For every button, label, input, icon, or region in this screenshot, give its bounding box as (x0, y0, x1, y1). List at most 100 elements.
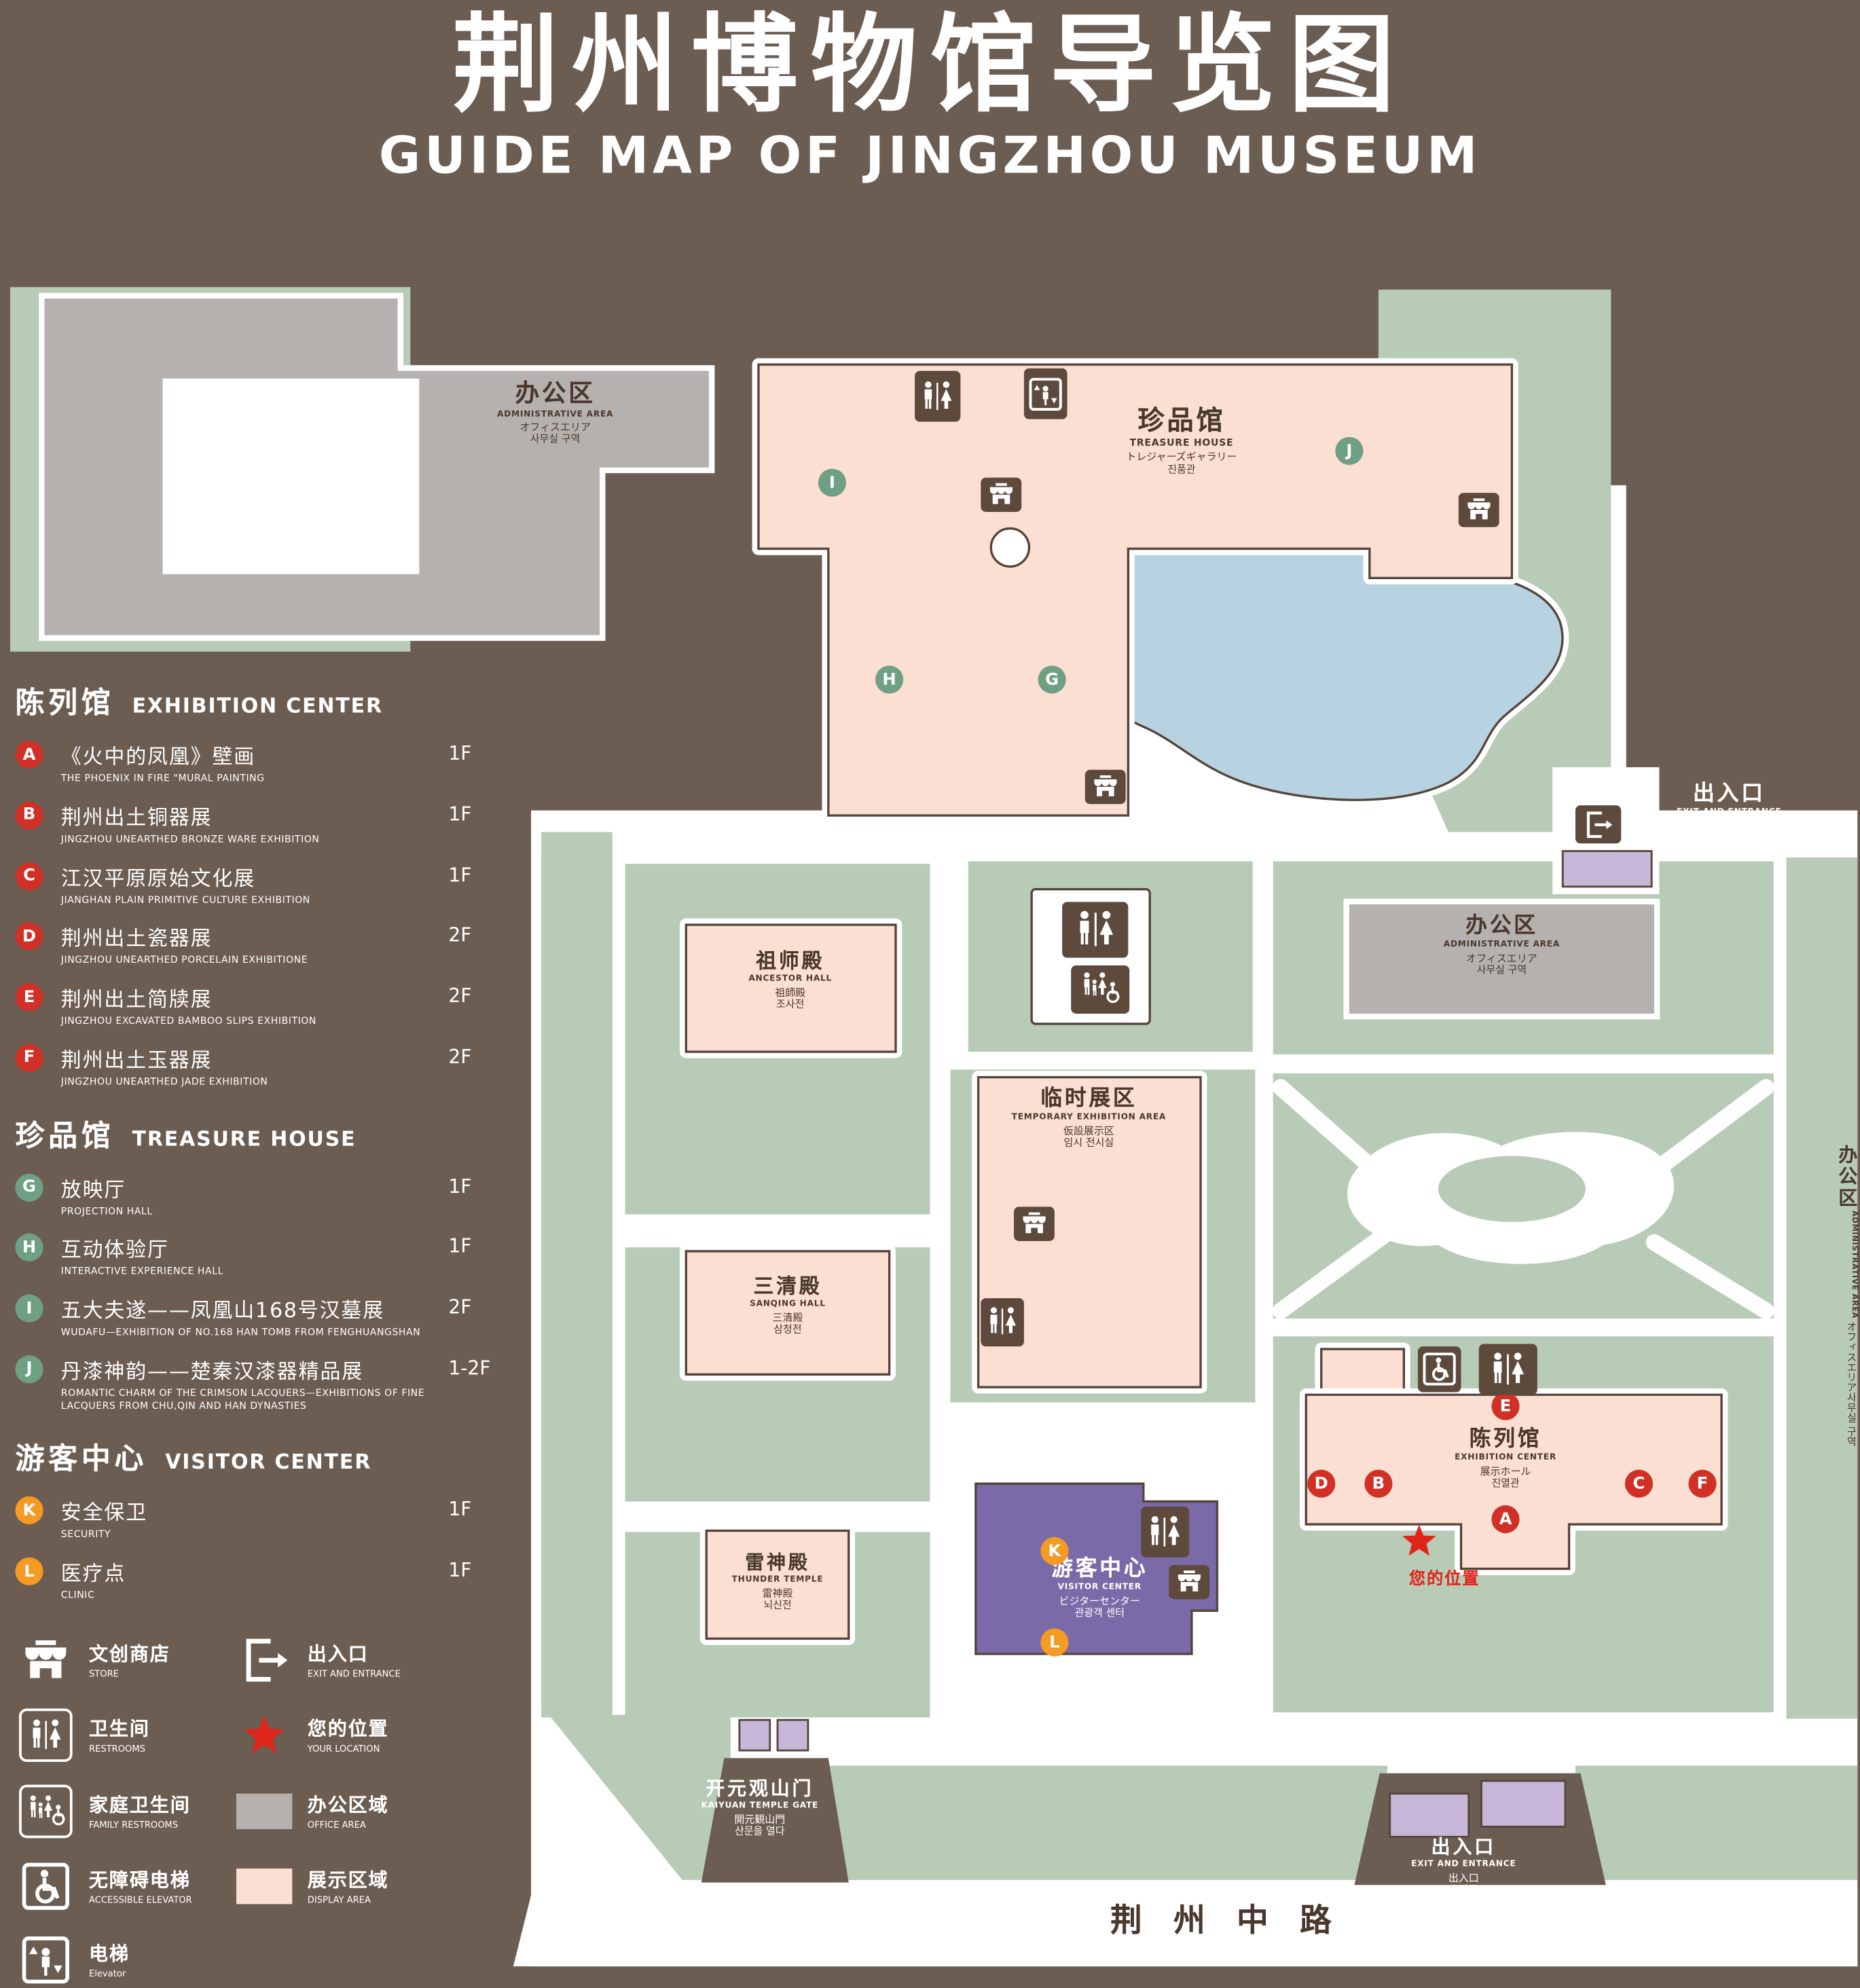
thunder-temple-building (699, 1524, 856, 1645)
admin-nw-en: ADMINISTRATIVE AREA (496, 408, 614, 419)
ancestor-en: ANCESTOR HALL (748, 973, 833, 984)
symbol-exit-en: EXIT AND ENTRANCE (307, 1669, 401, 1680)
item-h-zh: 互动体验厅 (60, 1237, 169, 1262)
exhibition-ja: 展示ホール (1480, 1465, 1531, 1477)
legend-symbol-restroom: 卫生间 RESTROOMS (15, 1708, 234, 1762)
store-icon (1458, 492, 1499, 528)
item-f-en: JINGZHOU UNEARTHED JADE EXHIBITION (60, 1075, 268, 1088)
item-h-en: INTERACTIVE EXPERIENCE HALL (60, 1265, 223, 1277)
admin-mid-zh: 办公区 (1465, 913, 1538, 939)
treasure-en: TREASURE HOUSE (1129, 437, 1234, 449)
exhibition-zh: 陈列馆 (1469, 1426, 1542, 1452)
item-j-floor: 1-2F (448, 1356, 491, 1380)
store-icon (1084, 769, 1126, 805)
garden-paths (1272, 1079, 1774, 1319)
symbol-elevator-zh: 电梯 (88, 1943, 130, 1966)
map-marker-c: C (1624, 1469, 1654, 1498)
rotunda (989, 527, 1031, 568)
map-marker-g: G (1038, 665, 1066, 694)
item-a-zh: 《火中的凤凰》壁画 (60, 744, 256, 769)
symbol-location-en: YOUR LOCATION (307, 1744, 380, 1755)
exit-s-ja: 出入口 (1448, 1871, 1479, 1883)
item-i-en: WUDAFU—EXHIBITION OF NO.168 HAN TOMB FRO… (60, 1326, 421, 1338)
legend-item-g: G 放映厅 PROJECTION HALL 1F (15, 1172, 503, 1217)
admin-e-ko: 사무실 구역 (1846, 1392, 1858, 1447)
sanqing-ko: 삼청전 (773, 1323, 802, 1335)
gate-driveway (701, 1758, 849, 1883)
symbol-display-zh: 展示区域 (307, 1869, 389, 1892)
section-0-en: EXHIBITION CENTER (132, 693, 383, 718)
treasure-ja: トレジャーズギャラリー (1126, 452, 1237, 463)
visitor-ko: 관광객 센터 (1074, 1606, 1125, 1619)
accessible-elevator-icon (15, 1860, 76, 1911)
gate-en: KAIYUAN TEMPLE GATE (701, 1800, 819, 1811)
store-icon (1013, 1207, 1055, 1241)
map-marker-k: K (1040, 1536, 1069, 1565)
section-2-zh: 游客中心 (15, 1443, 148, 1477)
exhibition-ko: 진열관 (1491, 1477, 1520, 1489)
exit-icon (234, 1634, 295, 1685)
label-thunder-temple: 雷神殿 THUNDER TEMPLE 雷神殿 뇌신전 (699, 1551, 856, 1610)
map-marker-a: A (1491, 1505, 1520, 1534)
thunder-zh: 雷神殿 (745, 1551, 810, 1575)
legend-item-b: B 荆州出土铜器展 JINGZHOU UNEARTHED BRONZE WARE… (15, 800, 503, 845)
ancestor-hall-building (679, 918, 902, 1059)
symbol-family-en: FAMILY RESTROOMS (88, 1820, 179, 1831)
admin-mid-ja: オフィスエリア (1466, 952, 1537, 964)
restroom-icon (15, 1708, 76, 1762)
item-d-floor: 2F (448, 923, 472, 947)
marker-j: J (15, 1355, 43, 1383)
label-visitor-center: 游客中心 VISITOR CENTER ビジターセンター 관광객 센터 (1001, 1556, 1198, 1619)
item-e-zh: 荆州出土简牍展 (60, 987, 213, 1012)
office-area-swatch (234, 1793, 295, 1829)
elevator-icon (1023, 368, 1068, 420)
legend-item-d: D 荆州出土瓷器展 JINGZHOU UNEARTHED PORCELAIN E… (15, 921, 503, 967)
treasure-zh: 珍品馆 (1137, 405, 1226, 436)
label-sanqing-hall: 三清殿 SANQING HALL 三清殿 삼청전 (699, 1274, 877, 1335)
map-marker-i: I (818, 468, 847, 497)
exit-s-zh: 出入口 (1431, 1835, 1496, 1859)
family-restroom-icon (15, 1784, 76, 1838)
item-c-en: JIANGHAN PLAIN PRIMITIVE CULTURE EXHIBIT… (60, 894, 310, 906)
display-area-swatch (234, 1868, 295, 1904)
item-a-en: THE PHOENIX IN FIRE "MURAL PAINTING (60, 772, 265, 784)
marker-i: I (15, 1294, 43, 1323)
legend-symbol-display-area: 展示区域 DISPLAY AREA (234, 1860, 498, 1911)
admin-e-en: ADMINISTRATIVE AREA (1850, 1211, 1859, 1319)
temp-exh-ja: 仮設展示区 (1063, 1125, 1114, 1137)
legend-item-l: L 医疗点 CLINIC 1F (15, 1556, 503, 1602)
item-c-floor: 1F (448, 863, 472, 886)
legend-item-i: I 五大夫遂——凤凰山168号汉墓展 WUDAFU—EXHIBITION OF … (15, 1293, 503, 1339)
map-marker-l: L (1040, 1628, 1069, 1657)
item-g-floor: 1F (448, 1174, 472, 1198)
legend-symbol-store: 文创商店 STORE (15, 1634, 234, 1685)
legend-symbol-accessible-elevator: 无障碍电梯 ACCESSIBLE ELEVATOR (15, 1860, 234, 1911)
thunder-ko: 뇌신전 (763, 1598, 792, 1610)
ancestor-zh: 祖师殿 (756, 949, 825, 974)
item-f-floor: 2F (448, 1045, 472, 1068)
temp-exh-zh: 临时展区 (1040, 1086, 1137, 1112)
marker-g: G (15, 1173, 43, 1201)
marker-d: D (15, 922, 43, 951)
item-b-zh: 荆州出土铜器展 (60, 805, 213, 830)
item-i-floor: 2F (448, 1295, 472, 1319)
marker-h: H (15, 1234, 43, 1262)
restroom-icon (1141, 1506, 1190, 1558)
legend-item-h: H 互动体验厅 INTERACTIVE EXPERIENCE HALL 1F (15, 1232, 503, 1278)
admin-nw-ko: 사무실 구역 (530, 433, 581, 445)
admin-mid-en: ADMINISTRATIVE AREA (1443, 939, 1560, 950)
label-exit-ne: 出入口 EXIT AND ENTRANCE 出入口 출입구 (1659, 781, 1799, 843)
legend-item-f: F 荆州出土玉器展 JINGZHOU UNEARTHED JADE EXHIBI… (15, 1043, 503, 1088)
visitor-zh: 游客中心 (1051, 1556, 1148, 1582)
item-l-en: CLINIC (60, 1589, 95, 1601)
poster-header: 荆州博物馆导览图 GUIDE MAP OF JINGZHOU MUSEUM (0, 5, 1860, 185)
symbol-store-en: STORE (88, 1669, 119, 1680)
sanqing-ja: 三清殿 (772, 1311, 803, 1323)
item-k-en: SECURITY (60, 1528, 111, 1540)
your-location-star-icon (1400, 1522, 1438, 1560)
map-marker-j: J (1335, 437, 1364, 465)
item-d-en: JINGZHOU UNEARTHED PORCELAIN EXHIBITIONE (60, 954, 308, 966)
gate-zh: 开元观山门 (706, 1777, 814, 1801)
gate-ko: 산문을 열다 (734, 1824, 785, 1837)
